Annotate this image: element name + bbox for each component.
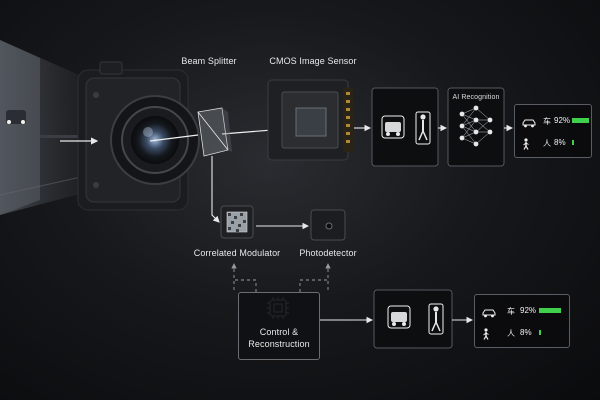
confidence-bar <box>572 140 574 145</box>
result-class-label: 人 <box>507 329 515 338</box>
ai-recognition-panel <box>447 87 505 167</box>
camera-body-illustration <box>77 61 200 211</box>
result-class-label: 车 <box>507 307 515 316</box>
cmos-sensor-label: CMOS Image Sensor <box>269 56 357 66</box>
control-label-line1: Control & <box>259 327 299 337</box>
ai-recognition-label: AI Recognition <box>452 94 500 101</box>
bottom-detection-image <box>373 289 453 349</box>
result-percent: 92% <box>520 306 537 315</box>
street-scene-image <box>0 40 95 215</box>
car-icon <box>481 305 497 323</box>
beam-to-modulator <box>211 156 220 223</box>
result-percent: 8% <box>520 328 532 337</box>
correlated-modulator-label: Correlated Modulator <box>193 248 281 258</box>
result-row: 车 92% <box>475 303 569 319</box>
cmos-sensor-illustration <box>267 79 353 161</box>
beam-splitter-label: Beam Splitter <box>181 56 237 66</box>
result-percent: 8% <box>554 138 566 147</box>
pedestrian-icon <box>521 137 531 155</box>
result-row: 人 8% <box>475 325 569 341</box>
result-percent: 92% <box>554 116 571 125</box>
control-reconstruction-box: Control & Reconstruction <box>238 292 320 360</box>
photodetector-illustration <box>310 209 346 241</box>
confidence-bar <box>572 118 589 123</box>
confidence-bar <box>539 308 561 313</box>
control-label-line2: Reconstruction <box>248 339 310 349</box>
top-detection-image <box>371 87 439 167</box>
neural-network-icon <box>461 107 491 145</box>
result-class-label: 车 <box>543 117 551 126</box>
beam-splitter-cube <box>197 107 232 157</box>
beam-to-splitter <box>149 134 199 142</box>
photodetector-label: Photodetector <box>299 248 357 258</box>
car-icon <box>521 115 537 133</box>
confidence-bar <box>539 330 541 335</box>
correlated-modulator-illustration <box>220 205 254 239</box>
result-class-label: 人 <box>543 139 551 148</box>
bottom-results-panel: 车 92% 人 8% <box>474 294 570 348</box>
control-dashed-lines <box>231 263 331 292</box>
pedestrian-icon <box>481 327 491 345</box>
